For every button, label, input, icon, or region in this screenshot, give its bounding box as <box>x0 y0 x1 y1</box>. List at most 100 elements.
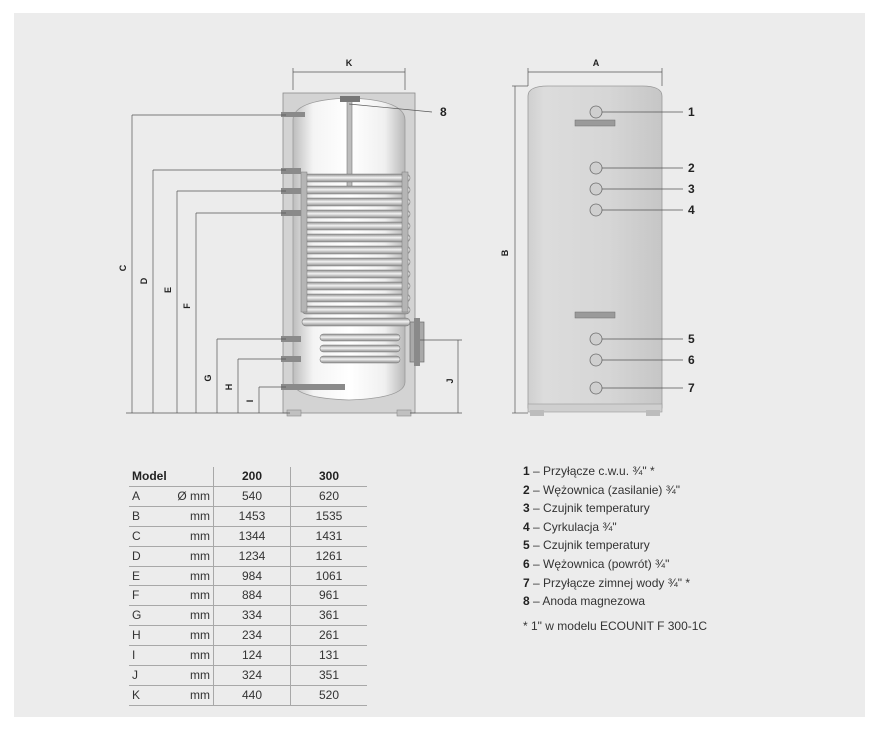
header-model: Model <box>132 469 167 483</box>
callout-3: 3 <box>688 182 695 196</box>
legend-text: – Wężownica (zasilanie) ¾" <box>529 482 681 497</box>
row-label: A <box>132 488 141 503</box>
row-unit: mm <box>172 625 214 646</box>
dim-label-k: K <box>346 58 353 68</box>
row-label: D <box>132 548 141 563</box>
row-value-200: 1234 <box>213 546 291 567</box>
row-value-300: 1431 <box>315 528 343 543</box>
legend-item: 8 – Anoda magnezowa <box>523 592 707 611</box>
legend-item: 7 – Przyłącze zimnej wody ¾" * <box>523 574 707 593</box>
row-unit: mm <box>172 665 214 686</box>
row-unit: mm <box>172 605 214 626</box>
legend-num: 5 <box>523 538 530 553</box>
lower-coil <box>319 333 401 364</box>
row-unit: mm <box>172 506 214 527</box>
callout-2: 2 <box>688 161 695 175</box>
row-unit: mm <box>172 645 214 666</box>
callout-6: 6 <box>688 353 695 367</box>
legend-text: – Wężownica (powrót) ¾" <box>529 556 670 571</box>
content-panel <box>14 13 865 717</box>
legend-item: 6 – Wężownica (powrót) ¾" <box>523 555 707 574</box>
legend-text: – Czujnik temperatury <box>529 501 650 516</box>
dim-label-h: H <box>224 384 234 391</box>
dim-label-e: E <box>163 287 173 293</box>
row-label: C <box>132 528 141 543</box>
dim-label-f: F <box>182 303 192 309</box>
row-value-300: 520 <box>318 687 340 702</box>
row-label: E <box>132 568 141 583</box>
row-value-300: 961 <box>318 588 340 603</box>
row-value-300: 131 <box>318 648 340 663</box>
section-view: K C D E F G H I J 8 <box>118 58 462 417</box>
legend-num: 3 <box>523 501 530 516</box>
legend-text: – Przyłącze zimnej wody ¾" * <box>529 575 691 590</box>
row-label: J <box>132 668 138 683</box>
callout-8: 8 <box>440 105 447 119</box>
row-label: F <box>132 588 140 603</box>
row-value-300: 1261 <box>315 548 343 563</box>
legend-num: 8 <box>523 594 530 609</box>
row-value-300: 620 <box>318 488 340 503</box>
legend-num: 4 <box>523 519 530 534</box>
dim-label-c: C <box>118 264 128 271</box>
header-unit <box>172 467 214 487</box>
header-col-300: 300 <box>318 469 340 483</box>
header-col-200: 200 <box>213 467 291 487</box>
row-value-200: 884 <box>213 585 291 606</box>
dim-label-d: D <box>139 277 149 284</box>
callout-4: 4 <box>688 203 695 217</box>
row-value-300: 361 <box>318 608 340 623</box>
row-value-200: 334 <box>213 605 291 626</box>
legend-text: – Czujnik temperatury <box>529 538 650 553</box>
upper-coil <box>301 173 411 327</box>
legend-num: 1 <box>523 464 530 478</box>
row-unit: mm <box>172 526 214 547</box>
row-value-300: 351 <box>318 668 340 683</box>
legend-num: 6 <box>523 556 530 571</box>
row-unit: mm <box>172 685 214 706</box>
legend-item: 2 – Wężownica (zasilanie) ¾" <box>523 481 707 500</box>
legend-text: – Przyłącze c.w.u. ¾" * <box>529 464 655 478</box>
legend-num: 7 <box>523 575 530 590</box>
row-value-200: 984 <box>213 566 291 586</box>
legend-item: 3 – Czujnik temperatury <box>523 499 707 518</box>
row-label: I <box>132 648 136 663</box>
row-value-200: 124 <box>213 645 291 666</box>
row-label: B <box>132 508 141 523</box>
table-header: Model 200 300 <box>129 467 367 487</box>
row-value-300: 261 <box>318 628 340 643</box>
legend-item: 4 – Cyrkulacja ¾" <box>523 518 707 537</box>
row-unit: Ø mm <box>172 486 214 507</box>
callout-5: 5 <box>688 332 695 346</box>
row-unit: mm <box>172 585 214 606</box>
row-unit: mm <box>172 566 214 586</box>
row-value-200: 1344 <box>213 526 291 547</box>
legend-text: – Anoda magnezowa <box>529 594 646 609</box>
row-value-200: 1453 <box>213 506 291 527</box>
callout-7: 7 <box>688 381 695 395</box>
row-value-200: 234 <box>213 625 291 646</box>
row-value-300: 1535 <box>315 508 343 523</box>
legend-item: 5 – Czujnik temperatury <box>523 536 707 555</box>
technical-diagram: K C D E F G H I J 8 <box>118 58 695 417</box>
callout-1: 1 <box>688 105 695 119</box>
row-label: G <box>132 608 142 623</box>
footnote: * 1" w modelu ECOUNIT F 300-1C <box>523 618 708 633</box>
legend-text: – Cyrkulacja ¾" <box>529 519 617 534</box>
front-view: A B 1 2 3 4 5 6 7 <box>500 58 695 416</box>
row-value-300: 1061 <box>315 568 343 583</box>
legend-num: 2 <box>523 482 530 497</box>
legend: 1 – Przyłącze c.w.u. ¾" * 2 – Wężownica … <box>523 462 707 635</box>
dim-label-i: I <box>245 400 255 403</box>
